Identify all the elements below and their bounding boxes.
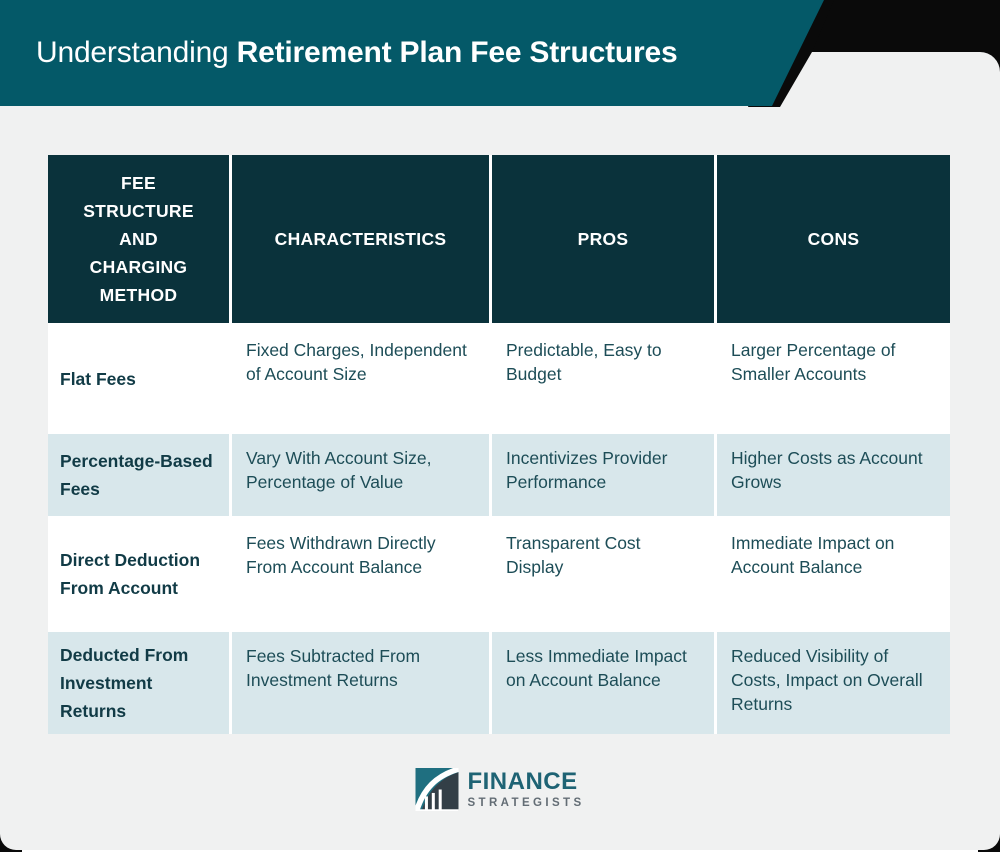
column-header-label: CHARACTERISTICS: [274, 229, 447, 249]
bridge-chart-icon: [415, 768, 459, 811]
column-header-fee-structure: FEE STRUCTURE AND CHARGING METHOD: [48, 155, 229, 323]
row-pros-cell: Predictable, Easy to Budget: [492, 326, 714, 431]
column-header-characteristics: CHARACTERISTICS: [232, 155, 489, 323]
row-characteristics-cell: Fees Subtracted From Investment Returns: [232, 632, 489, 734]
page-title-bold: Retirement Plan Fee Structures: [236, 36, 678, 69]
row-cons-cell: Reduced Visibility of Costs, Impact on O…: [717, 632, 950, 734]
finance-strategists-logo: FINANCE STRATEGISTS: [415, 768, 584, 811]
column-header-pros: PROS: [492, 155, 714, 323]
row-characteristics-cell: Fees Withdrawn Directly From Account Bal…: [232, 519, 489, 629]
row-method-cell: Deducted From Investment Returns: [48, 632, 229, 734]
row-pros-cell: Transparent Cost Display: [492, 519, 714, 629]
column-header-label: CONS: [807, 229, 860, 249]
row-cons-cell: Larger Percentage of Smaller Accounts: [717, 326, 950, 431]
row-method-cell: Percentage-Based Fees: [48, 434, 229, 516]
column-header-label: FEE STRUCTURE AND CHARGING METHOD: [83, 173, 194, 305]
logo-secondary-text: STRATEGISTS: [467, 796, 585, 809]
row-characteristics-cell: Vary With Account Size, Percentage of Va…: [232, 434, 489, 516]
row-characteristics-cell: Fixed Charges, Independent of Account Si…: [232, 326, 489, 431]
row-method-cell: Direct Deduction From Account: [48, 519, 229, 629]
fee-structure-table: FEE STRUCTURE AND CHARGING METHOD CHARAC…: [48, 155, 950, 734]
logo-wordmark: FINANCE STRATEGISTS: [467, 767, 585, 810]
page-title-regular: Understanding: [36, 36, 237, 69]
row-cons-cell: Immediate Impact on Account Balance: [717, 519, 950, 629]
column-header-label: PROS: [577, 229, 629, 249]
row-pros-cell: Incentivizes Provider Performance: [492, 434, 714, 516]
row-cons-cell: Higher Costs as Account Grows: [717, 434, 950, 516]
title-ribbon: Understanding Retirement Plan Fee Struct…: [0, 0, 824, 106]
column-header-cons: CONS: [717, 155, 950, 323]
logo-primary-text: FINANCE: [467, 767, 578, 795]
row-pros-cell: Less Immediate Impact on Account Balance: [492, 632, 714, 734]
page-title: Understanding Retirement Plan Fee Struct…: [0, 36, 678, 70]
row-method-cell: Flat Fees: [48, 326, 229, 431]
